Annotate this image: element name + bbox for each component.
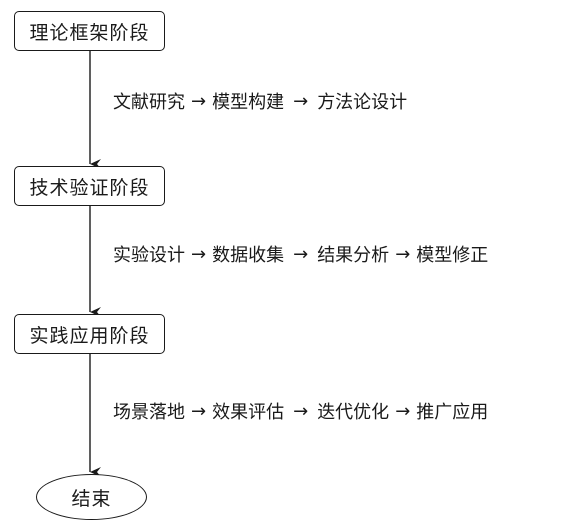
arrow-right-icon: → [191,243,207,265]
step-item: 文献研究 [113,92,185,113]
arrow-right-icon: → [395,243,411,265]
stage-steps-theory: 文献研究 → 模型构建 → 方法论设计 [113,87,407,115]
arrow-right-icon: → [293,400,309,422]
step-item: 实验设计 [113,245,185,266]
arrow-right-icon: → [191,90,207,112]
step-item: 模型修正 [416,245,489,266]
arrow-right-icon: → [191,400,207,422]
end-terminal: 结束 [36,474,147,520]
arrow-right-icon: → [293,90,309,112]
end-label: 结束 [71,487,112,510]
step-item: 结果分析 [317,245,390,266]
step-item: 迭代优化 [317,402,390,423]
step-item: 数据收集 [212,245,285,266]
stage-box-validation: 技术验证阶段 [14,166,165,206]
arrow-right-icon: → [395,400,411,422]
stage-label: 实践应用阶段 [29,324,150,347]
stage-label: 理论框架阶段 [29,21,150,44]
stage-box-application: 实践应用阶段 [14,314,165,354]
stage-label: 技术验证阶段 [29,176,150,199]
step-item: 效果评估 [212,402,285,423]
stage-steps-application: 场景落地 → 效果评估 → 迭代优化 → 推广应用 [113,397,488,425]
stage-box-theory: 理论框架阶段 [14,11,165,51]
step-item: 模型构建 [212,92,285,113]
stage-steps-validation: 实验设计 → 数据收集 → 结果分析 → 模型修正 [113,240,488,268]
step-item: 推广应用 [416,402,489,423]
step-item: 方法论设计 [317,92,408,113]
arrow-right-icon: → [293,243,309,265]
step-item: 场景落地 [113,402,185,423]
